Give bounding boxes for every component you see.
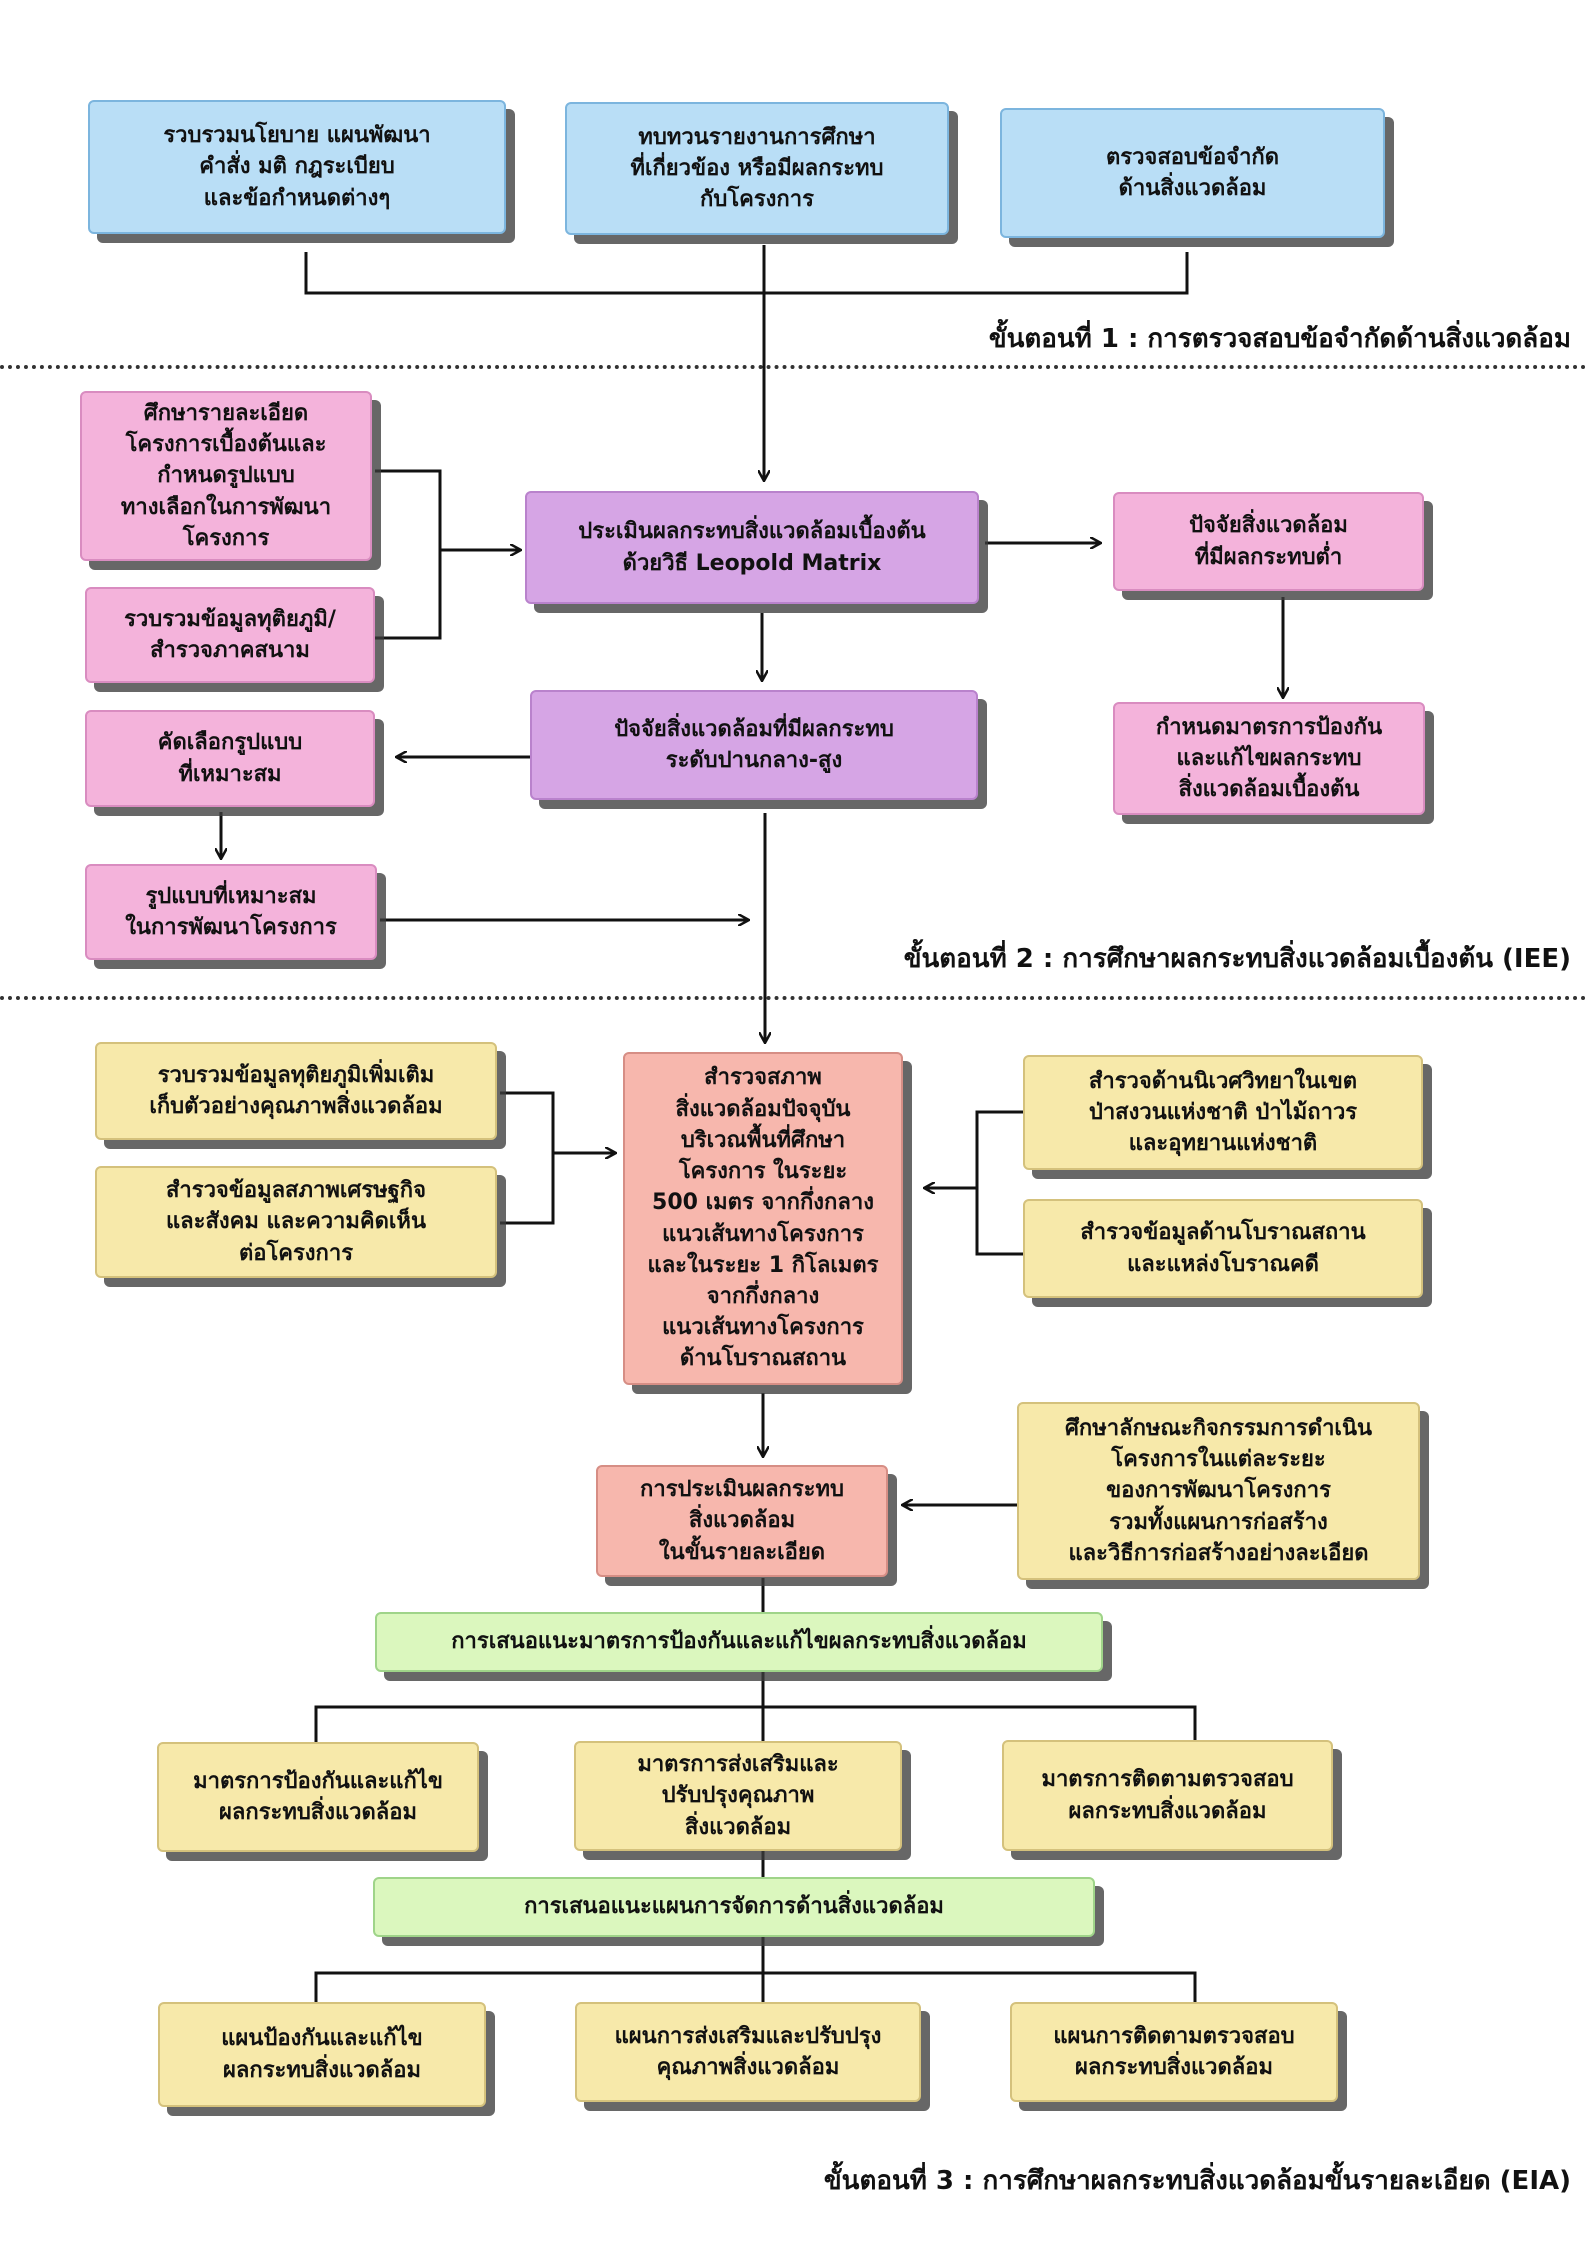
box-archaeology-survey: สำรวจข้อมูลด้านโบราณสถาน และแหล่งโบราณคด…: [1023, 1199, 1423, 1298]
box-review-reports: ทบทวนรายงานการศึกษา ที่เกี่ยวข้อง หรือมี…: [565, 102, 949, 235]
box-project-activities: ศึกษาลักษณะกิจกรรมการดำเนิน โครงการในแต่…: [1017, 1402, 1420, 1580]
box-propose-plan: การเสนอแนะแผนการจัดการด้านสิ่งแวดล้อม: [373, 1877, 1095, 1937]
box-measure-monitor: มาตรการติดตามตรวจสอบ ผลกระทบสิ่งแวดล้อม: [1002, 1740, 1333, 1851]
stage2-left-bracket: [375, 469, 442, 640]
box-propose-measures: การเสนอแนะมาตรการป้องกันและแก้ไขผลกระทบส…: [375, 1612, 1103, 1672]
stage1-divider: [0, 365, 1587, 369]
box-plan-promote: แผนการส่งเสริมและปรับปรุง คุณภาพสิ่งแวดล…: [575, 2002, 921, 2102]
measures-branch: [314, 1705, 1197, 1744]
box-measure-prevent: มาตรการป้องกันและแก้ไข ผลกระทบสิ่งแวดล้อ…: [157, 1742, 479, 1852]
stage2-label: ขั้นตอนที่ 2 : การศึกษาผลกระทบสิ่งแวดล้อ…: [903, 944, 1571, 974]
stage1-bracket-line: [304, 252, 1189, 295]
box-select-form: คัดเลือกรูปแบบ ที่เหมาะสม: [85, 710, 375, 807]
box-plan-prevent: แผนป้องกันและแก้ไข ผลกระทบสิ่งแวดล้อม: [158, 2002, 486, 2107]
box-measure-promote: มาตรการส่งเสริมและ ปรับปรุงคุณภาพ สิ่งแว…: [574, 1741, 902, 1851]
box-low-impact: ปัจจัยสิ่งแวดล้อม ที่มีผลกระทบต่ำ: [1113, 492, 1424, 591]
stage2-divider: [0, 996, 1587, 1000]
box-med-high-impact: ปัจจัยสิ่งแวดล้อมที่มีผลกระทบ ระดับปานกล…: [530, 690, 978, 800]
box-suitable-form: รูปแบบที่เหมาะสม ในการพัฒนาโครงการ: [85, 864, 377, 960]
box-detailed-assessment: การประเมินผลกระทบ สิ่งแวดล้อม ในขั้นรายล…: [596, 1465, 888, 1577]
stage3-right-bracket: [975, 1110, 1025, 1256]
box-leopold-matrix: ประเมินผลกระทบสิ่งแวดล้อมเบื้องต้น ด้วยว…: [525, 491, 979, 604]
box-socio-survey: สำรวจข้อมูลสภาพเศรษฐกิจ และสังคม และความ…: [95, 1166, 497, 1278]
stage1-label: ขั้นตอนที่ 1 : การตรวจสอบข้อจำกัดด้านสิ่…: [988, 324, 1571, 354]
box-ecology-survey: สำรวจด้านนิเวศวิทยาในเขต ป่าสงวนแห่งชาติ…: [1023, 1055, 1423, 1170]
stage3-label: ขั้นตอนที่ 3 : การศึกษาผลกระทบสิ่งแวดล้อ…: [823, 2166, 1571, 2196]
box-study-detail: ศึกษารายละเอียด โครงการเบื้องต้นและ กำหน…: [80, 391, 372, 561]
stage3-left-bracket: [500, 1091, 555, 1225]
box-mitigation-initial: กำหนดมาตรการป้องกัน และแก้ไขผลกระทบ สิ่ง…: [1113, 702, 1425, 815]
box-collect-more: รวบรวมข้อมูลทุติยภูมิเพิ่มเติม เก็บตัวอย…: [95, 1042, 497, 1140]
box-collect-policies: รวบรวมนโยบาย แผนพัฒนา คำสั่ง มติ กฎระเบี…: [88, 100, 506, 234]
box-plan-monitor: แผนการติดตามตรวจสอบ ผลกระทบสิ่งแวดล้อม: [1010, 2002, 1338, 2102]
plan-branch: [314, 1971, 1197, 2005]
box-survey-current: สำรวจสภาพ สิ่งแวดล้อมปัจจุบัน บริเวณพื้น…: [623, 1052, 903, 1385]
box-collect-data: รวบรวมข้อมูลทุติยภูมิ/ สำรวจภาคสนาม: [85, 587, 375, 683]
box-check-constraints: ตรวจสอบข้อจำกัด ด้านสิ่งแวดล้อม: [1000, 108, 1385, 238]
